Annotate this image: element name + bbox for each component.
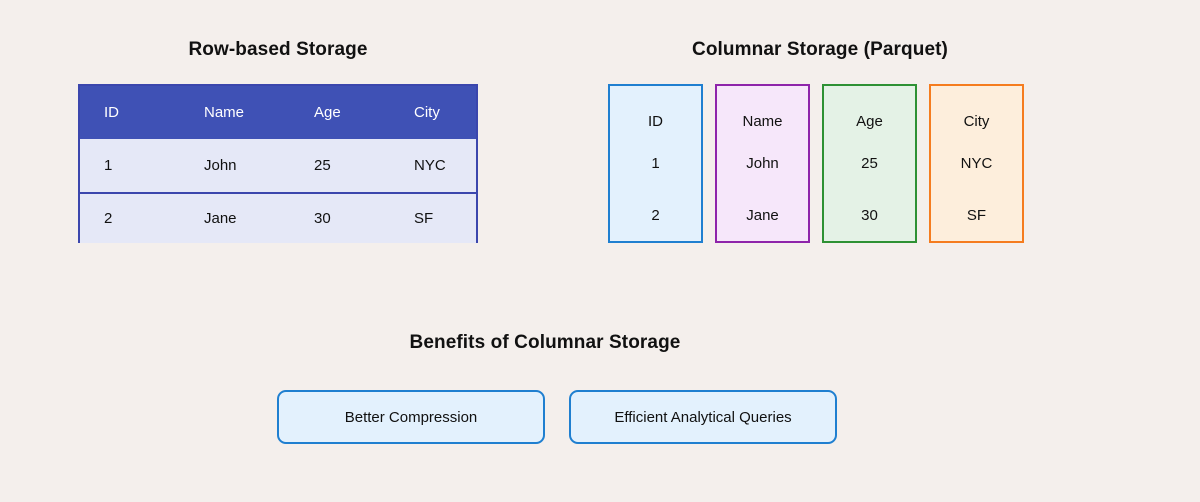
column-box-id: ID 1 2 (608, 84, 703, 243)
table-row: 2 Jane 30 SF (80, 192, 476, 243)
table-cell-id: 2 (104, 210, 113, 227)
column-value-age: 25 (861, 155, 878, 173)
row-based-storage-table: ID Name Age City 1 John 25 NYC 2 Jane 30… (78, 84, 478, 243)
benefits-title: Benefits of Columnar Storage (409, 332, 681, 353)
column-box-age: Age 25 30 (822, 84, 917, 243)
table-cell-name: John (204, 157, 237, 174)
column-value-city: SF (966, 206, 987, 224)
benefit-box-efficient-analytical-queries: Efficient Analytical Queries (569, 390, 837, 444)
table-cell-age: 30 (314, 210, 331, 227)
table-header-cell-name: Name (204, 104, 245, 121)
column-value-city: NYC (960, 155, 993, 173)
column-value-name: John (746, 155, 779, 173)
column-header-age: Age (856, 112, 883, 130)
column-value-age: 30 (861, 206, 878, 224)
column-value-name: Jane (746, 206, 779, 224)
table-cell-age: 25 (314, 157, 331, 174)
table-cell-id: 1 (104, 157, 113, 174)
columnar-storage-title: Columnar Storage (Parquet) (692, 39, 948, 60)
column-value-id: 2 (651, 206, 660, 224)
table-cell-city: NYC (414, 157, 446, 174)
table-cell-name: Jane (204, 210, 237, 227)
row-based-storage-title: Row-based Storage (188, 39, 368, 60)
table-header-row: ID Name Age City (80, 86, 476, 139)
column-header-city: City (963, 112, 990, 130)
benefits-group: Better Compression Efficient Analytical … (277, 390, 837, 444)
table-header-cell-id: ID (104, 104, 119, 121)
table-row: 1 John 25 NYC (80, 139, 476, 192)
column-box-name: Name John Jane (715, 84, 810, 243)
table-header-cell-age: Age (314, 104, 341, 121)
table-cell-city: SF (414, 210, 434, 227)
column-header-id: ID (648, 112, 663, 130)
column-value-id: 1 (651, 155, 660, 173)
column-box-city: City NYC SF (929, 84, 1024, 243)
column-header-name: Name (742, 112, 783, 130)
columnar-storage-group: ID 1 2 Name John Jane Age 25 30 City NYC… (608, 84, 1036, 243)
table-header-cell-city: City (414, 104, 440, 121)
benefit-box-better-compression: Better Compression (277, 390, 545, 444)
